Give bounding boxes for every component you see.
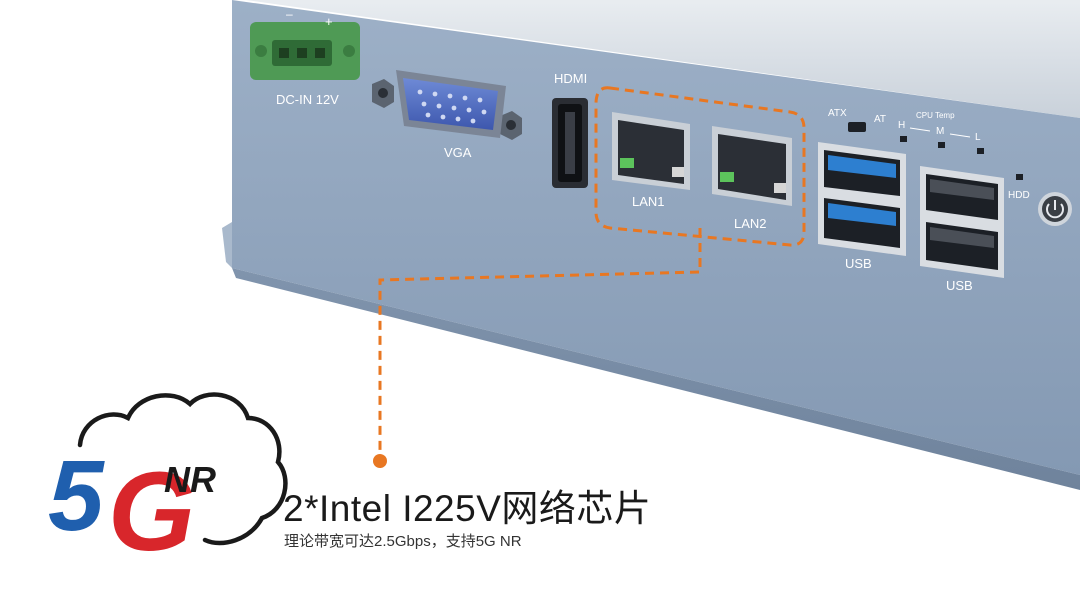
usb-label-1: USB [845,256,872,271]
hdmi-port[interactable] [552,98,588,188]
logo-five: 5 [48,440,105,552]
hdd-led [1016,174,1023,180]
vga-screw-left [372,79,394,108]
vga-label: VGA [444,145,472,160]
5g-nr-logo: 5 G NR [48,392,288,574]
lan1-port[interactable] [612,112,690,190]
lan1-label: LAN1 [632,194,665,209]
usb-port-stack-1[interactable] [818,142,906,256]
temp-h-label: H [898,120,905,131]
dc-in-connector[interactable] [250,22,360,80]
lan2-port[interactable] [712,126,792,206]
vga-port[interactable] [396,70,506,138]
dc-plus-label: + [325,14,333,29]
logo-nr: NR [164,459,216,500]
dc-minus-label: – [286,7,293,21]
caption-title: 2*Intel I225V网络芯片 [283,488,652,529]
temp-divider-1 [909,127,931,132]
at-label: AT [874,114,886,125]
usb-port-stack-2[interactable] [920,166,1004,278]
cpu-temp-label: CPU Temp [916,111,955,120]
temp-divider-2 [949,133,971,138]
temp-switch-h[interactable] [900,136,907,142]
atx-at-switch[interactable] [848,122,866,132]
atx-label: ATX [828,108,847,119]
caption-subtitle: 理论带宽可达2.5Gbps，支持5G NR [284,533,522,550]
lan-highlight-box [594,86,806,247]
temp-m-label: M [936,126,944,137]
temp-switch-m[interactable] [938,142,945,148]
lan2-label: LAN2 [734,216,767,231]
cloud-outline [77,392,288,546]
callout-dot [373,454,387,468]
callout-line [378,228,702,456]
chassis-bottom-edge [232,268,1080,490]
power-button[interactable] [1038,192,1072,226]
hdmi-label: HDMI [554,71,587,86]
temp-l-label: L [975,132,981,143]
heatsink-top [232,0,1080,118]
usb-label-2: USB [946,278,973,293]
dc-in-label: DC-IN 12V [276,92,339,107]
logo-g: G [108,449,195,574]
chassis-foot [222,222,232,268]
vga-screw-right [500,111,522,140]
temp-switch-l[interactable] [977,148,984,154]
hdd-label: HDD [1008,190,1030,201]
